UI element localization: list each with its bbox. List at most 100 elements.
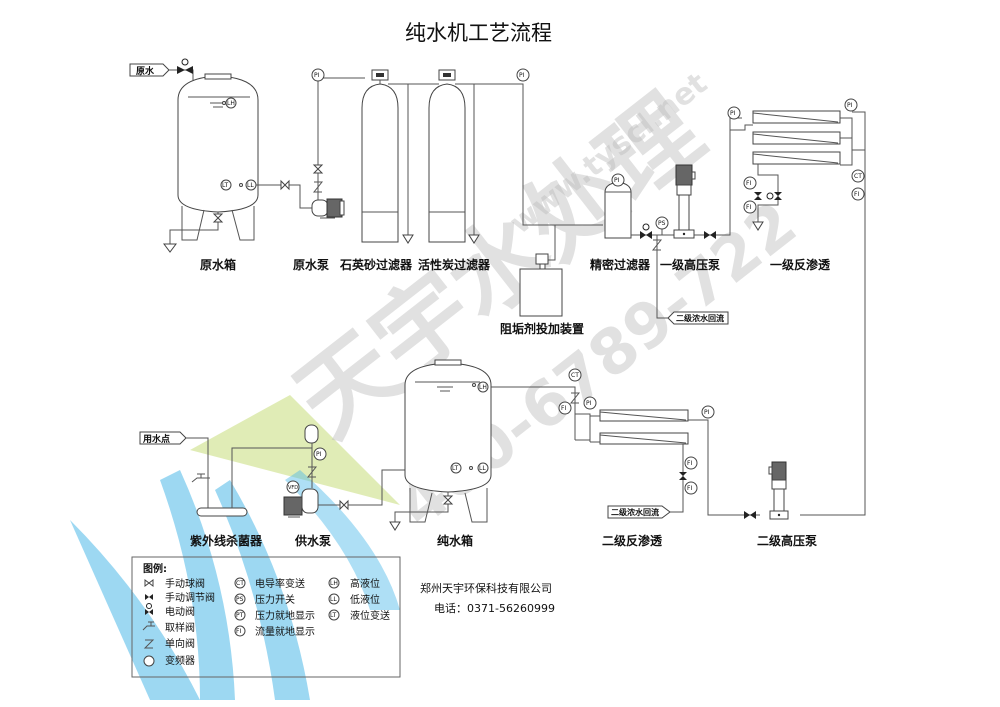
legend-item-label: 压力就地显示 [255,609,315,622]
hp-pump-1 [673,164,696,239]
instrument-pi-label: PI [730,110,736,117]
instrument-fi-label: FI [687,485,692,492]
drain-funnel-icon [163,243,177,253]
hp-pump-2 [768,461,789,520]
company-phone: 电话：0371-56260999 [434,602,555,615]
legend-vfd-icon [143,655,155,667]
label-hp-pump-1: 一级高压泵 [660,257,720,272]
pure-water-tank: LH LT LL [404,359,492,523]
instrument-vfd-label: VFD [288,485,298,491]
instrument-ll-label: LL [479,465,486,472]
legend-item-label: 高液位 [350,577,380,590]
manual-regulating-valve-icon [744,511,756,519]
legend-check-valve-icon [143,639,155,649]
label-sand-filter: 石英砂过滤器 [339,257,413,272]
legend-pt-icon: PT [236,612,244,619]
watermark-green-triangle [190,395,400,505]
instrument-pi-label: PI [704,409,710,416]
drain-funnel-icon [752,221,764,231]
instrument-lt-label: LT [452,465,459,472]
instrument-pi-label: PI [316,451,322,458]
legend-ct-icon: CT [236,580,244,587]
precision-filter [604,181,632,239]
label-uv-sterilizer: 紫外线杀菌器 [190,533,263,548]
instrument-lh-label: LH [479,384,487,391]
label-carbon-filter: 活性炭过滤器 [418,257,491,272]
check-valve-icon [312,181,324,193]
antiscalant-dosing-unit [519,253,563,317]
legend-item-label: 低液位 [350,593,380,606]
label-hp-pump-2: 二级高压泵 [757,533,817,548]
pressure-tank [304,424,319,444]
label-supply-pump: 供水泵 [294,533,331,548]
check-valve-icon [306,466,318,478]
legend-item-label: 压力开关 [255,593,295,606]
raw-water-pump [311,198,345,219]
manual-ball-valve-icon [339,499,349,511]
electric-valve-icon [177,58,193,74]
concentrate-return-tag-top: 二级浓水回流 [667,311,729,325]
drain-funnel-icon [468,234,480,244]
label-antiscalant: 阻垢剂投加装置 [500,321,584,336]
instrument-lt-label: LT [222,182,229,189]
manual-regulating-valve-icon [679,472,687,480]
instrument-fi-label: FI [687,460,692,467]
manual-regulating-valve-icon [704,231,716,239]
raw-water-label: 原水 [136,65,155,77]
manual-ball-valve-icon [312,164,324,174]
label-pure-tank: 纯水箱 [437,533,473,548]
use-point-tag: 用水点 [139,431,187,445]
legend-manual-ball-valve-icon [144,579,154,587]
legend-title: 图例: [143,562,167,575]
instrument-ct-label: CT [854,173,862,180]
instrument-fi-label: FI [746,180,751,187]
legend-sampling-valve-icon [142,621,155,631]
drain-funnel-icon [389,521,401,531]
electric-valve-icon [766,192,782,200]
legend-lt-icon: LT [330,612,337,619]
legend-fi-icon: FI [236,628,241,635]
electric-valve-icon [640,223,652,239]
legend-item-label: 电动阀 [165,605,195,618]
use-point-label: 用水点 [142,433,170,445]
legend-item-label: 手动调节阀 [165,591,215,604]
manual-ball-valve-icon [442,495,454,505]
legend-lh-icon: LH [330,580,338,587]
concentrate-return-bottom-label: 二级浓水回流 [611,507,659,517]
legend-item-label: 手动球阀 [165,577,205,590]
instrument-ct-label: CT [571,372,579,379]
drain-funnel-icon [402,234,414,244]
manual-ball-valve-icon [280,179,290,191]
legend-box [131,556,401,678]
legend-electric-valve-icon [145,603,153,615]
raw-water-tag: 原水 [129,63,170,77]
instrument-ps-label: PS [658,220,666,227]
check-valve-icon [651,239,663,251]
legend-item-label: 流量就地显示 [255,625,315,638]
concentrate-return-top-label: 二级浓水回流 [676,313,724,323]
instrument-pi-label: PI [586,400,592,407]
uv-sterilizer [196,507,248,517]
watermark-blue-swoosh-2 [160,470,235,700]
legend-item-label: 变频器 [165,654,195,667]
instrument-lh-label: LH [227,100,235,107]
instrument-pi-label: PI [614,177,620,184]
label-ro-1: 一级反渗透 [770,257,831,272]
watermark-blue-swoosh-3 [215,480,310,700]
legend-item-label: 电导率变送 [255,577,305,590]
label-raw-tank: 原水箱 [200,257,236,272]
manual-regulating-valve-icon [754,192,762,200]
sampling-valve-icon [191,473,210,483]
legend-ps-icon: PS [236,596,244,603]
instrument-pi-label: PI [519,72,525,79]
instrument-pi-label: PI [847,102,853,109]
ro-1-membranes [752,110,841,165]
legend-item-label: 液位变送 [350,609,390,622]
legend-item-label: 单向阀 [165,637,195,650]
label-ro-2: 二级反渗透 [602,533,663,548]
label-raw-pump: 原水泵 [293,257,329,272]
label-precision-filter: 精密过滤器 [590,257,651,272]
instrument-ll-label: LL [247,182,254,189]
carbon-filter [428,69,466,243]
